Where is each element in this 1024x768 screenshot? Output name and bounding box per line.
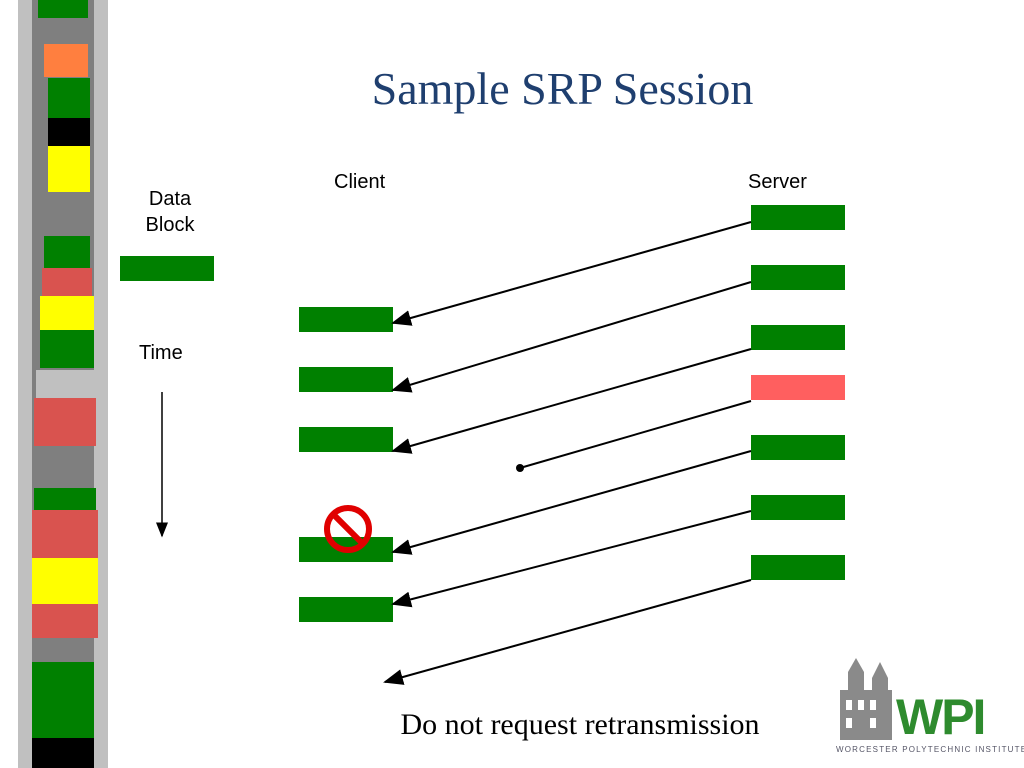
transmission-arrow: [383, 579, 752, 685]
server-block: [751, 495, 845, 520]
strip-block: [48, 146, 90, 192]
wpi-logo-word: WPI: [896, 689, 986, 745]
strip-block: [32, 662, 94, 738]
strip-block: [48, 78, 90, 118]
transmission-arrow: [391, 450, 752, 555]
server-block-lost: [751, 375, 845, 400]
time-label: Time: [139, 342, 183, 364]
server-block: [751, 435, 845, 460]
strip-block: [32, 604, 98, 638]
prohibition-icon: [324, 505, 372, 553]
legend-label: Data Block: [120, 186, 220, 238]
strip-block: [38, 0, 88, 18]
lost-transmission-line: [519, 400, 752, 469]
transmission-arrow: [391, 221, 752, 326]
client-label: Client: [334, 171, 386, 193]
strip-block: [32, 510, 98, 558]
strip-block: [36, 370, 96, 398]
strip-block: [34, 488, 96, 510]
server-block: [751, 555, 845, 580]
strip-block: [32, 558, 98, 604]
strip-block: [40, 330, 94, 368]
server-label: Server: [748, 171, 807, 193]
server-block: [751, 205, 845, 230]
legend-label-line1: Data: [148, 188, 192, 210]
client-block: [299, 427, 393, 452]
legend-data-block: [120, 256, 214, 281]
decorative-strip: [18, 0, 108, 768]
strip-block: [48, 118, 90, 146]
legend-label-line2: Block: [145, 214, 195, 236]
caption: Do not request retransmission: [400, 708, 760, 741]
strip-block: [44, 236, 90, 268]
client-block: [299, 307, 393, 332]
strip-block: [42, 268, 92, 296]
strip-block: [32, 738, 94, 768]
wpi-building-icon: [840, 658, 892, 740]
transmission-arrow: [391, 348, 752, 454]
slide-title: Sample SRP Session: [371, 63, 754, 114]
transmission-arrow: [391, 510, 752, 608]
strip-block: [40, 296, 94, 330]
strip-block: [44, 44, 88, 77]
wpi-logo-subtitle: WORCESTER POLYTECHNIC INSTITUTE: [836, 745, 1024, 754]
client-block: [299, 597, 393, 622]
server-block: [751, 325, 845, 350]
transmission-arrow: [391, 281, 752, 393]
client-block: [299, 367, 393, 392]
strip-block: [34, 398, 96, 446]
lost-packet-dot: [516, 464, 524, 472]
server-block: [751, 265, 845, 290]
